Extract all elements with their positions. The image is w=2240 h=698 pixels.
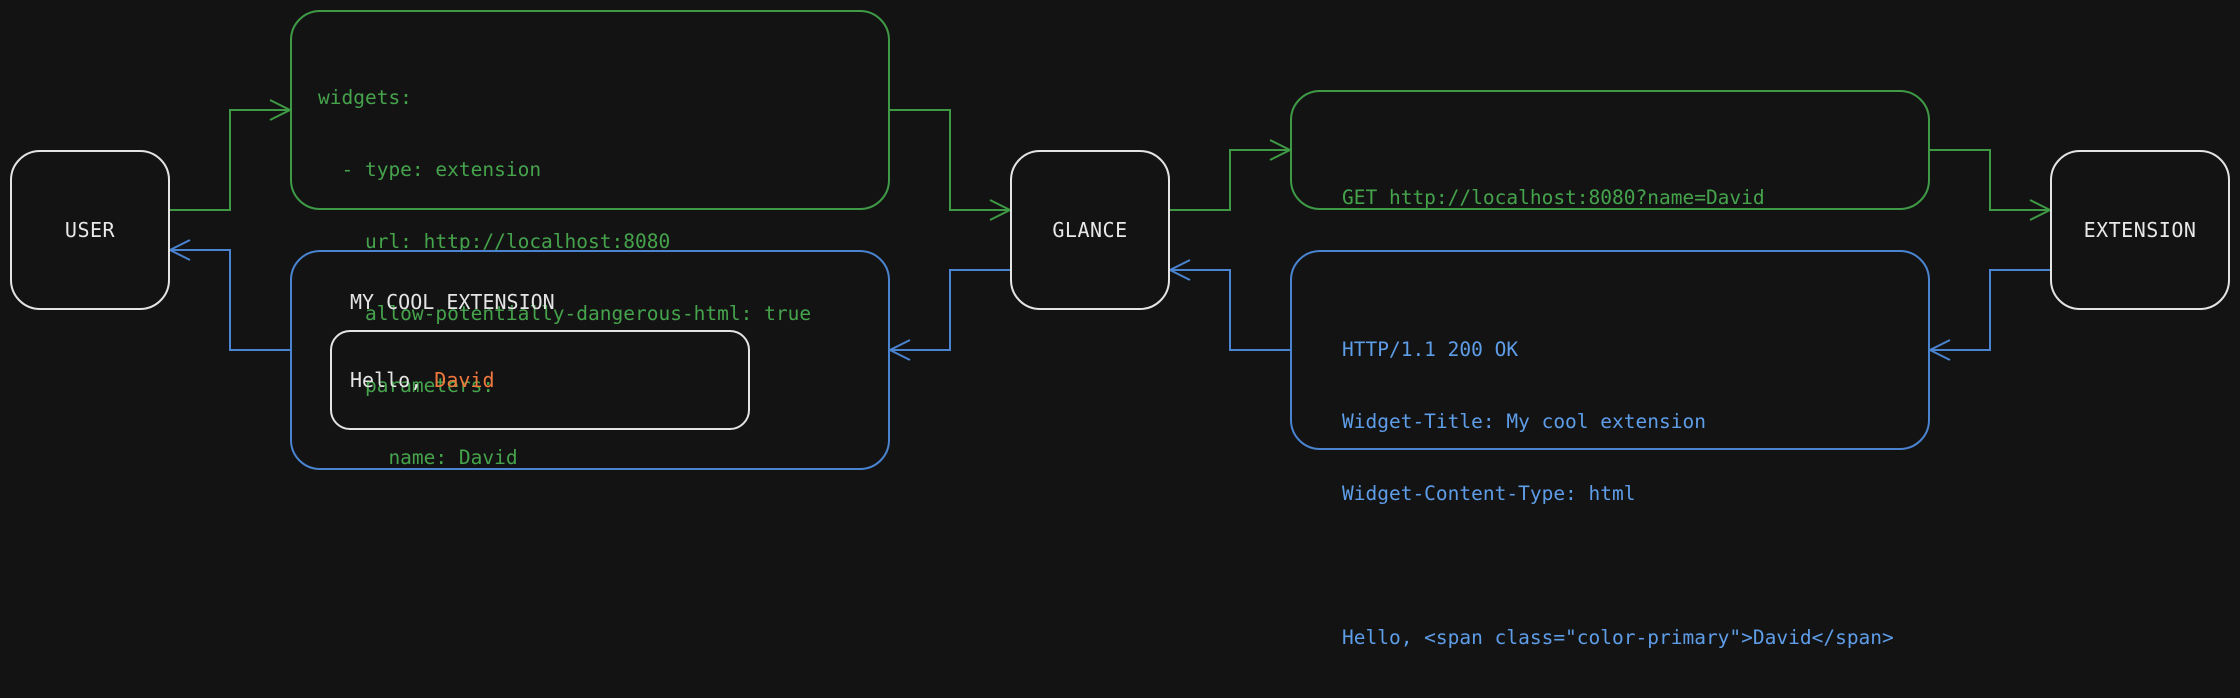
widget-preview-content: Hello, David [330,330,750,430]
arrow-request-to-extension [1930,149,2050,211]
config-line: - type: extension [318,158,542,181]
glance-node-label: GLANCE [1052,218,1128,242]
widget-name-accent: David [434,368,495,392]
config-line: allow-potentially-dangerous-html: true [318,302,812,325]
arrowhead-preview-in [887,339,911,361]
arrowhead-user-in [167,239,191,261]
response-line: Hello, <span class="color-primary">David… [1342,626,1894,649]
config-line: url: http://localhost:8080 [318,230,671,253]
extension-node-label: EXTENSION [2083,218,2197,242]
response-box: HTTP/1.1 200 OK Widget-Title: My cool ex… [1290,250,1930,649]
arrow-glance-to-request [1170,149,1290,211]
arrow-preview-to-user [170,249,290,351]
flow-diagram: USER widgets: - type: extension url: htt… [10,10,2230,649]
response-line [1342,554,1894,578]
user-node-label: USER [64,218,116,242]
arrow-user-to-config [170,109,290,211]
request-line: GET http://localhost:8080?name=David [1342,186,1765,209]
config-line: parameters: [318,374,495,397]
widget-preview-title: MY COOL EXTENSION [350,290,555,314]
connector-lines [167,99,2053,361]
widget-preview-box: MY COOL EXTENSION Hello, David [290,250,890,470]
extension-node: EXTENSION [2050,150,2230,310]
response-code: HTTP/1.1 200 OK Widget-Title: My cool ex… [1342,290,1894,698]
widget-greeting: Hello, [350,368,435,392]
response-line: Widget-Title: My cool extension [1342,410,1706,433]
arrowhead-response-in [1927,339,1951,361]
glance-node: GLANCE [1010,150,1170,310]
arrow-glance-to-preview [890,269,1010,351]
request-box: GET http://localhost:8080?name=David [1290,90,1930,210]
arrow-response-to-glance [1170,269,1290,351]
user-node: USER [10,150,170,310]
config-line: widgets: [318,86,412,109]
arrow-extension-to-response [1930,269,2050,351]
config-box: widgets: - type: extension url: http://l… [290,10,890,469]
arrowhead-glance-back-in [1167,259,1191,281]
response-line: HTTP/1.1 200 OK [1342,338,1519,361]
config-line: name: David [318,446,518,469]
widget-preview-text: Hello, David [350,368,495,392]
request-code: GET http://localhost:8080?name=David [1342,138,1765,258]
response-line: Widget-Content-Type: html [1342,482,1636,505]
arrow-config-to-glance [890,109,1010,211]
config-code: widgets: - type: extension url: http://l… [318,38,811,518]
